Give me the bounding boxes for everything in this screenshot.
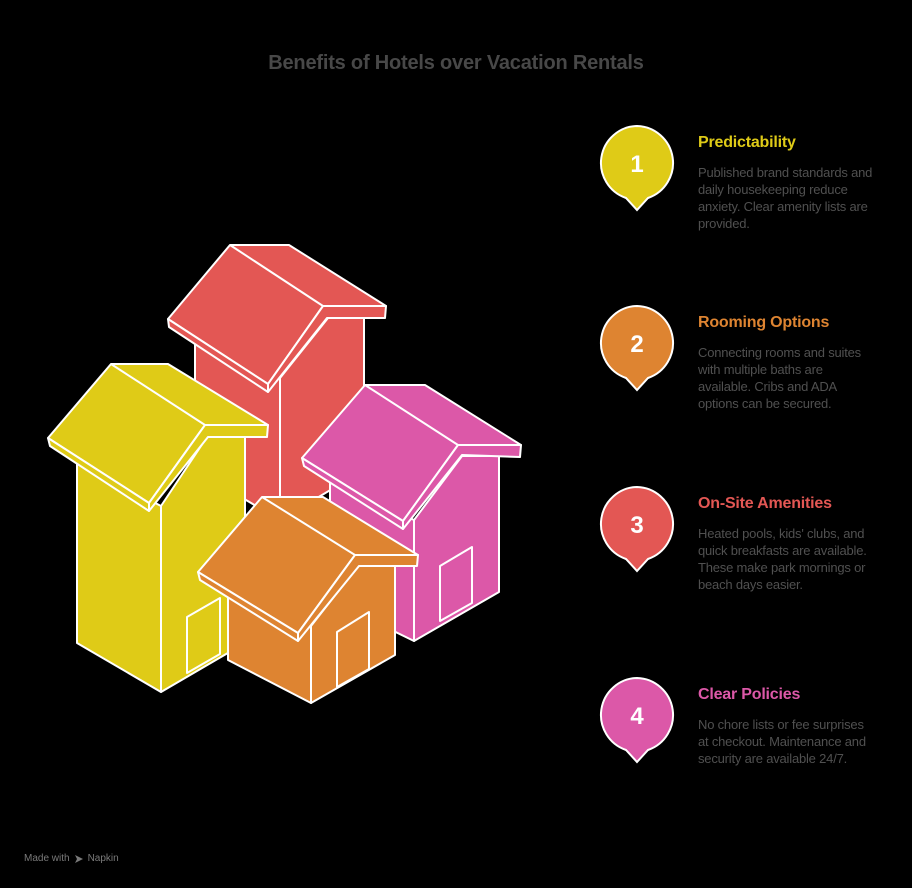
number-badge-1: 1 bbox=[596, 124, 678, 216]
item-title: Rooming Options bbox=[698, 314, 830, 331]
number-badge-4: 4 bbox=[596, 676, 678, 768]
badge-number: 2 bbox=[630, 331, 643, 358]
map-pin-icon bbox=[600, 485, 674, 573]
made-with-napkin[interactable]: Made with Napkin bbox=[24, 853, 119, 864]
item-description: No chore lists or fee surprises at check… bbox=[698, 717, 866, 766]
number-badge-2: 2 bbox=[596, 304, 678, 396]
number-badge-3: 3 bbox=[596, 485, 678, 577]
napkin-brand: Napkin bbox=[87, 853, 119, 864]
page-title: Benefits of Hotels over Vacation Rentals bbox=[268, 52, 644, 74]
item-title: Predictability bbox=[698, 134, 796, 151]
benefit-item-4: 4 Clear Policies No chore lists or fee s… bbox=[596, 676, 896, 836]
napkin-logo-icon bbox=[74, 854, 83, 863]
item-description: Connecting rooms and suites with multipl… bbox=[698, 345, 861, 411]
badge-number: 4 bbox=[630, 703, 644, 730]
made-with-label: Made with bbox=[24, 853, 70, 864]
item-description: Published brand standards and daily hous… bbox=[698, 165, 873, 231]
item-title: On-Site Amenities bbox=[698, 495, 832, 512]
yellow-house-icon bbox=[47, 363, 269, 693]
map-pin-icon bbox=[600, 304, 674, 392]
item-title: Clear Policies bbox=[698, 686, 801, 703]
badge-number: 3 bbox=[630, 512, 643, 539]
benefit-item-3: 3 On-Site Amenities Heated pools, kids' … bbox=[596, 485, 896, 645]
orange-house-icon bbox=[197, 496, 419, 704]
benefit-item-2: 2 Rooming Options Connecting rooms and s… bbox=[596, 304, 896, 464]
map-pin-icon bbox=[600, 124, 674, 212]
item-description: Heated pools, kids' clubs, and quick bre… bbox=[698, 526, 867, 592]
benefit-item-1: 1 Predictability Published brand standar… bbox=[596, 124, 896, 284]
map-pin-icon bbox=[600, 676, 674, 764]
red-house-icon bbox=[167, 244, 387, 521]
badge-number: 1 bbox=[630, 151, 643, 178]
